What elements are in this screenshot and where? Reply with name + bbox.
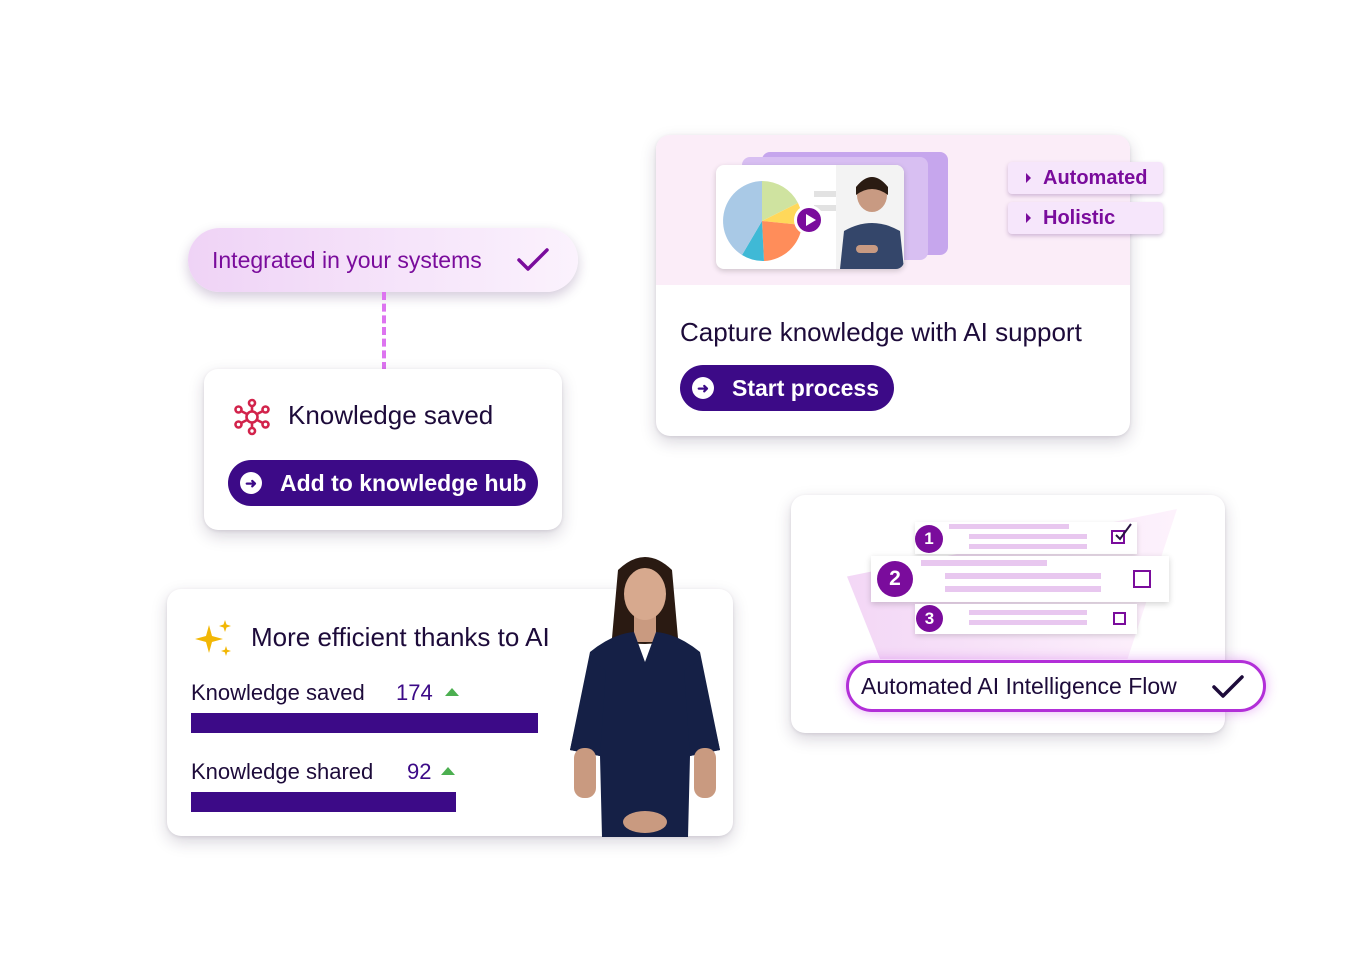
step-2-checkbox[interactable]: [1133, 570, 1151, 588]
caret-right-icon: [1026, 173, 1031, 183]
arrow-right-circle-icon: ➜: [692, 377, 714, 399]
metric-knowledge-shared-label: Knowledge shared: [191, 759, 374, 784]
metric-knowledge-shared-value: 92: [407, 759, 432, 784]
metric-knowledge-saved-label: Knowledge saved: [191, 680, 365, 705]
add-to-knowledge-hub-label: Add to knowledge hub: [280, 469, 527, 496]
metric-bar-knowledge-shared: [191, 792, 456, 812]
tag-automated-label: Automated: [1043, 166, 1148, 189]
arrow-right-circle-icon: ➜: [240, 472, 262, 494]
efficiency-title: More efficient thanks to AI: [251, 622, 550, 652]
tag-automated: Automated: [1008, 162, 1163, 194]
network-hub-icon: [232, 397, 272, 442]
knowledge-saved-card: Knowledge saved ➜ Add to knowledge hub: [204, 369, 562, 530]
add-to-knowledge-hub-button[interactable]: ➜ Add to knowledge hub: [228, 460, 538, 506]
step-3-number: 3: [916, 605, 943, 632]
capture-knowledge-card: Capture knowledge with AI support ➜ Star…: [656, 135, 1130, 436]
trend-up-icon: [445, 688, 459, 696]
connector-line: [382, 292, 386, 370]
check-icon: [1211, 674, 1245, 705]
flow-step-2: [871, 556, 1169, 602]
metric-knowledge-saved-value: 174: [396, 680, 433, 705]
check-icon: [1115, 523, 1132, 541]
knowledge-saved-title: Knowledge saved: [288, 400, 494, 430]
start-process-button[interactable]: ➜ Start process: [680, 365, 894, 411]
ai-avatar: [570, 557, 720, 837]
flow-step-1: [915, 522, 1137, 554]
step-1-number: 1: [915, 525, 943, 553]
start-process-label: Start process: [732, 374, 880, 401]
play-icon[interactable]: [794, 205, 824, 235]
step-3-checkbox[interactable]: [1113, 612, 1126, 625]
flow-status-label: Automated AI Intelligence Flow: [861, 672, 1177, 699]
step-2-number: 2: [877, 561, 913, 597]
integration-pill: Integrated in your systems: [188, 228, 578, 292]
flow-status-pill: Automated AI Intelligence Flow: [846, 660, 1266, 712]
capture-title: Capture knowledge with AI support: [680, 317, 1082, 347]
video-thumbnail[interactable]: [716, 165, 904, 269]
metric-bar-knowledge-saved: [191, 713, 538, 733]
check-icon: [516, 246, 550, 279]
sparkle-icon: [195, 619, 233, 662]
flow-step-3: [915, 604, 1137, 634]
tag-holistic-label: Holistic: [1043, 206, 1116, 229]
trend-up-icon: [441, 767, 455, 775]
caret-right-icon: [1026, 213, 1031, 223]
pie-chart-graphic: [723, 165, 904, 269]
tag-holistic: Holistic: [1008, 202, 1163, 234]
integration-pill-label: Integrated in your systems: [212, 246, 482, 273]
